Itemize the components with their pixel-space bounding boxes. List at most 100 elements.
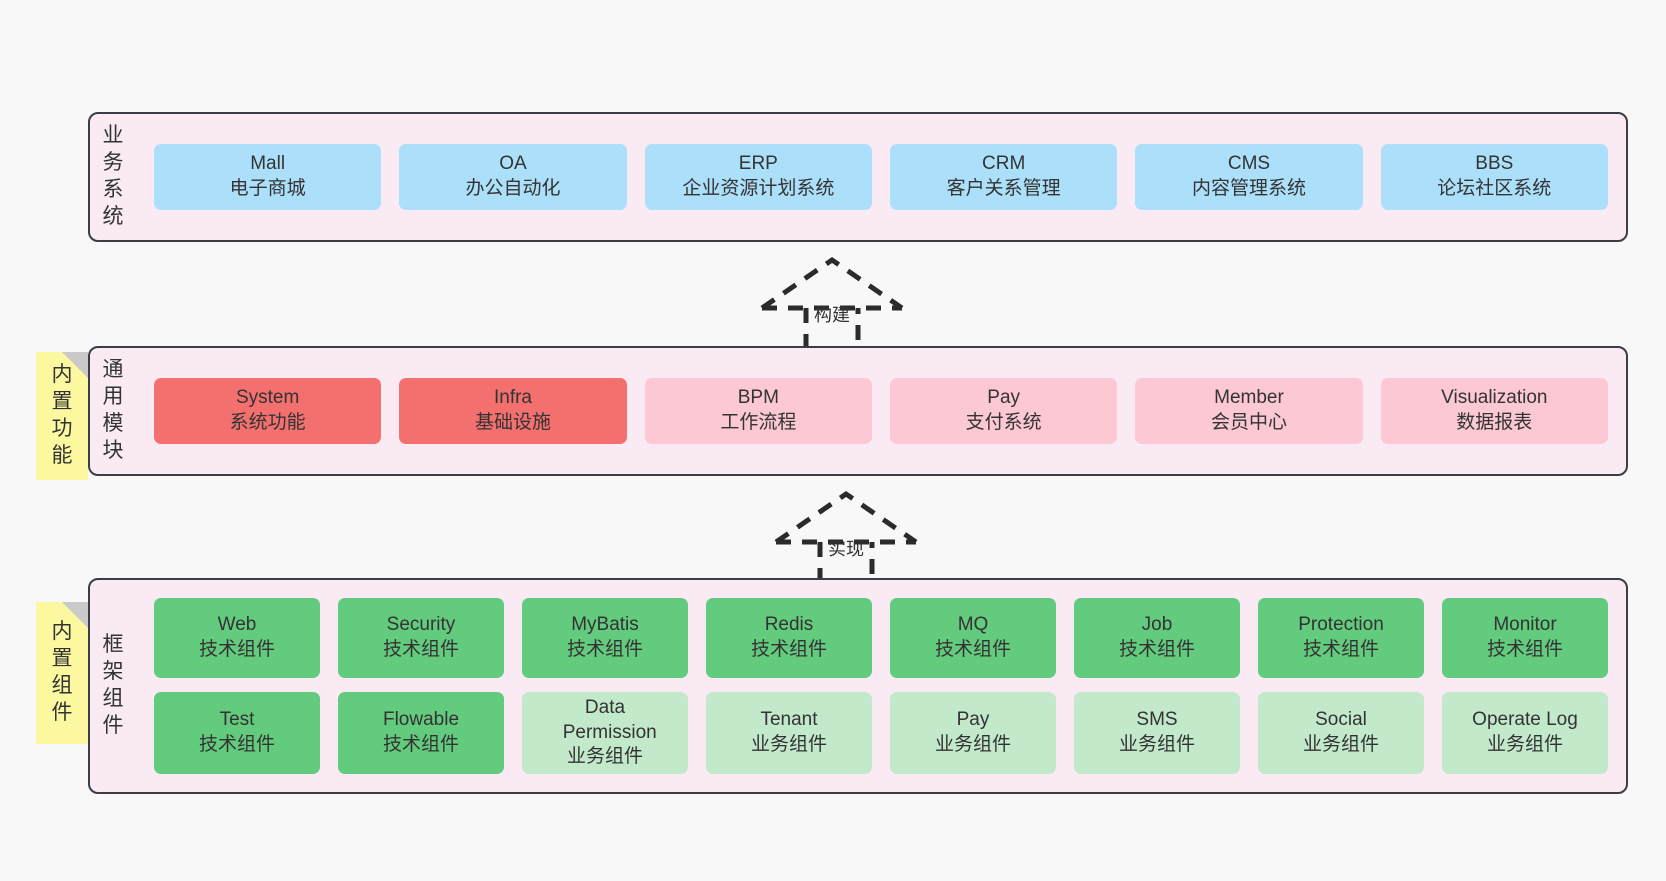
framework-card-grid: Web 技术组件 Security 技术组件 MyBatis 技术组件 Redi… <box>136 580 1626 792</box>
framework-row-business: Test 技术组件 Flowable 技术组件 Data Permission … <box>145 692 1617 774</box>
card-pay-module[interactable]: Pay 支付系统 <box>889 378 1118 444</box>
card-title: Flowable <box>382 709 460 731</box>
card-subtitle: 内容管理系统 <box>1191 178 1306 199</box>
card-infra[interactable]: Infra 基础设施 <box>399 378 627 444</box>
card-mall[interactable]: Mall 电子商城 <box>154 144 382 210</box>
card-title: BPM <box>737 387 779 409</box>
card-subtitle: 技术组件 <box>750 639 827 660</box>
card-tenant[interactable]: Tenant 业务组件 <box>706 692 872 774</box>
section-business-systems: 业 务 系 统 Mall 电子商城 OA 办公自动化 ERP 企业资源计划系统 … <box>88 112 1628 242</box>
card-title: Redis <box>764 614 814 636</box>
card-data-permission[interactable]: Data Permission 业务组件 <box>522 692 688 774</box>
title-char: 业 <box>102 124 124 148</box>
title-char: 组 <box>102 687 124 710</box>
card-subtitle: 业务组件 <box>750 734 827 755</box>
card-subtitle: 电子商城 <box>229 178 306 199</box>
card-redis[interactable]: Redis 技术组件 <box>706 598 872 678</box>
card-title: Protection <box>1298 614 1384 636</box>
title-char: 框 <box>102 633 124 657</box>
business-card-list: Mall 电子商城 OA 办公自动化 ERP 企业资源计划系统 CRM 客户关系… <box>136 114 1626 240</box>
card-subtitle: 技术组件 <box>1118 639 1195 660</box>
card-title: OA <box>499 153 527 175</box>
note-fold-corner <box>62 352 88 378</box>
card-subtitle: 数据报表 <box>1456 412 1533 433</box>
title-char: 系 <box>102 178 124 201</box>
card-member[interactable]: Member 会员中心 <box>1135 378 1363 444</box>
card-title: Member <box>1214 387 1284 409</box>
card-security[interactable]: Security 技术组件 <box>338 598 504 678</box>
card-monitor[interactable]: Monitor 技术组件 <box>1442 598 1608 678</box>
card-title: Mall <box>250 153 286 175</box>
card-erp[interactable]: ERP 企业资源计划系统 <box>644 144 872 210</box>
card-title: Monitor <box>1493 614 1557 636</box>
card-cms[interactable]: CMS 内容管理系统 <box>1135 144 1363 210</box>
card-web[interactable]: Web 技术组件 <box>154 598 320 678</box>
title-char: 统 <box>102 204 124 228</box>
card-flowable[interactable]: Flowable 技术组件 <box>338 692 504 774</box>
note-builtin-features: 内 置 功 能 <box>36 352 88 480</box>
framework-row-technical: Web 技术组件 Security 技术组件 MyBatis 技术组件 Redi… <box>145 598 1617 678</box>
section-framework-title: 框 架 组 件 <box>90 580 136 792</box>
card-mq[interactable]: MQ 技术组件 <box>890 598 1056 678</box>
note-char: 能 <box>51 443 73 467</box>
card-bbs[interactable]: BBS 论坛社区系统 <box>1380 144 1608 210</box>
card-subtitle: 支付系统 <box>965 412 1042 433</box>
modules-card-list: System 系统功能 Infra 基础设施 BPM 工作流程 Pay 支付系统… <box>136 348 1626 474</box>
arrow-implement-glyph <box>774 490 918 587</box>
title-char: 架 <box>102 660 124 684</box>
card-title: Visualization <box>1441 387 1548 409</box>
arrow-implement: 实现 <box>772 490 920 587</box>
card-subtitle: 会员中心 <box>1210 412 1287 433</box>
card-subtitle: 客户关系管理 <box>946 178 1061 199</box>
card-title: System <box>235 387 300 409</box>
section-modules-title: 通 用 模 块 <box>90 348 136 474</box>
section-business-title: 业 务 系 统 <box>90 114 136 240</box>
card-title: CMS <box>1227 153 1271 175</box>
card-subtitle: 技术组件 <box>1486 639 1563 660</box>
card-crm[interactable]: CRM 客户关系管理 <box>889 144 1118 210</box>
card-title: Web <box>217 614 257 636</box>
card-subtitle: 业务组件 <box>1486 734 1563 755</box>
card-social[interactable]: Social 业务组件 <box>1258 692 1424 774</box>
card-subtitle: 论坛社区系统 <box>1437 178 1552 199</box>
card-title: Pay <box>987 387 1021 409</box>
card-title: ERP <box>738 153 778 175</box>
card-subtitle: 技术组件 <box>566 639 643 660</box>
card-bpm[interactable]: BPM 工作流程 <box>644 378 872 444</box>
section-framework-components: 框 架 组 件 Web 技术组件 Security 技术组件 MyBatis 技… <box>88 578 1628 794</box>
card-subtitle: 业务组件 <box>1302 734 1379 755</box>
card-system[interactable]: System 系统功能 <box>154 378 382 444</box>
title-char: 通 <box>102 358 124 382</box>
card-title: MyBatis <box>571 614 639 636</box>
card-title: Security <box>386 614 456 636</box>
note-char: 组 <box>51 674 73 697</box>
title-char: 模 <box>102 412 124 435</box>
section-common-modules: 通 用 模 块 System 系统功能 Infra 基础设施 BPM 工作流程 … <box>88 346 1628 476</box>
card-title: Social <box>1315 709 1367 731</box>
card-title: Operate Log <box>1472 709 1578 731</box>
card-title: Pay <box>956 709 990 731</box>
card-subtitle: 业务组件 <box>1118 734 1195 755</box>
card-subtitle: 系统功能 <box>229 412 306 433</box>
title-char: 务 <box>102 151 124 175</box>
note-char: 功 <box>51 417 73 440</box>
card-visualization[interactable]: Visualization 数据报表 <box>1380 378 1608 444</box>
card-subtitle: 技术组件 <box>934 639 1011 660</box>
note-builtin-components: 内 置 组 件 <box>36 602 88 744</box>
note-char: 件 <box>51 700 73 724</box>
card-test[interactable]: Test 技术组件 <box>154 692 320 774</box>
card-subtitle: 技术组件 <box>382 639 459 660</box>
card-subtitle: 基础设施 <box>474 412 551 433</box>
card-operate-log[interactable]: Operate Log 业务组件 <box>1442 692 1608 774</box>
note-char: 置 <box>51 647 73 671</box>
card-job[interactable]: Job 技术组件 <box>1074 598 1240 678</box>
card-oa[interactable]: OA 办公自动化 <box>399 144 627 210</box>
card-subtitle: 技术组件 <box>382 734 459 755</box>
arrow-build: 构建 <box>758 256 906 353</box>
card-sms[interactable]: SMS 业务组件 <box>1074 692 1240 774</box>
card-pay-component[interactable]: Pay 业务组件 <box>890 692 1056 774</box>
card-protection[interactable]: Protection 技术组件 <box>1258 598 1424 678</box>
card-mybatis[interactable]: MyBatis 技术组件 <box>522 598 688 678</box>
card-title: Data Permission <box>562 696 657 743</box>
title-char: 用 <box>102 385 124 409</box>
